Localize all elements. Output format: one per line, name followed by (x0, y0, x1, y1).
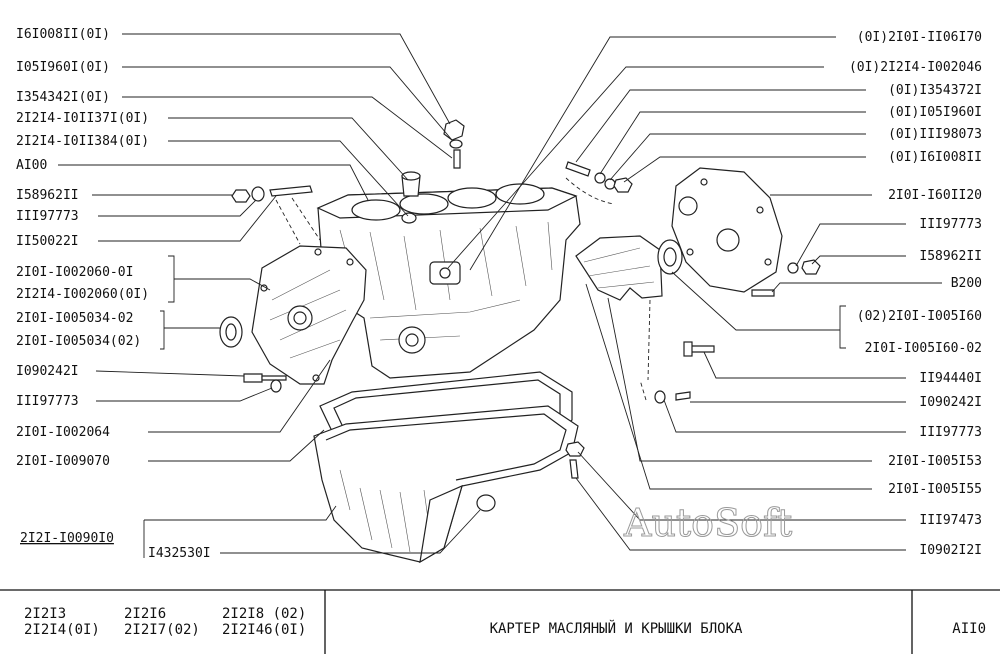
rear-fasteners (565, 161, 821, 479)
label-r5: (0I)I6I008II (888, 150, 982, 165)
label-r3: (0I)I05I960I (888, 105, 982, 120)
label-l15: 2I0I-I002064 (16, 425, 110, 440)
label-r6: 2I0I-I60II20 (888, 188, 982, 203)
label-l5: AI00 (16, 158, 47, 173)
label-l0: I6I008II(0I) (16, 27, 110, 42)
drain-plug (476, 494, 496, 512)
right-leader-lines (447, 36, 942, 551)
label-l7: III97773 (16, 209, 79, 224)
label-r7: III97773 (919, 217, 982, 232)
label-l16: 2I0I-I009070 (16, 454, 110, 469)
top-fasteners (401, 119, 465, 224)
right-labels: (0I)2I0I-II06I70 (0I)2I2I4-I002046 (0I)I… (849, 30, 982, 558)
model-3: 2I2I7(02) (124, 622, 200, 638)
label-r1: (0I)2I2I4-I002046 (849, 60, 982, 75)
label-r12: II94440I (919, 371, 982, 386)
label-r8: I58962II (919, 249, 982, 264)
label-r4: (0I)III98073 (888, 127, 982, 142)
label-r10: (02)2I0I-I005I60 (857, 309, 982, 324)
label-r14: III97773 (919, 425, 982, 440)
label-l9: 2I0I-I002060-0I (16, 265, 133, 280)
model-4: 2I2I8 (02) (222, 606, 306, 622)
label-l3: 2I2I4-I0II37I(0I) (16, 111, 149, 126)
label-l4: 2I2I4-I0II384(0I) (16, 134, 149, 149)
model-1: 2I2I4(0I) (24, 622, 100, 638)
model-0: 2I2I3 (24, 606, 66, 622)
label-l13: I090242I (16, 364, 79, 379)
label-r2: (0I)I354372I (888, 83, 982, 98)
rear-oil-seal (657, 239, 683, 275)
front-cover (251, 245, 367, 385)
front-oil-seal (219, 316, 243, 348)
label-r9: B200 (951, 276, 982, 291)
sheet-code: AII0 (952, 621, 986, 637)
engine-block (316, 183, 581, 379)
label-l14: III97773 (16, 394, 79, 409)
label-r17: III97473 (919, 513, 982, 528)
rear-seal-holder (575, 235, 663, 301)
label-l12: 2I0I-I005034(02) (16, 334, 141, 349)
label-r16: 2I0I-I005I55 (888, 482, 982, 497)
label-l8: II50022I (16, 234, 79, 249)
label-r15: 2I0I-I005I53 (888, 454, 982, 469)
front-cover-fasteners (231, 185, 321, 393)
watermark: AutoSoft (623, 501, 792, 545)
label-l18: I432530I (148, 546, 211, 561)
rear-plate (671, 167, 783, 293)
label-r11: 2I0I-I005I60-02 (865, 341, 982, 356)
label-l11: 2I0I-I005034-02 (16, 311, 133, 326)
title-block: 2I2I3 2I2I4(0I) 2I2I6 2I2I7(02) 2I2I8 (0… (0, 589, 1000, 654)
left-labels: I6I008II(0I) I05I960I(0I) I354342I(0I) 2… (16, 27, 211, 561)
sheet-title: КАРТЕР МАСЛЯНЫЙ И КРЫШКИ БЛОКА (490, 619, 743, 637)
oil-pan (313, 405, 579, 564)
label-l17: 2I2I-I0090I0 (20, 531, 114, 546)
label-r0: (0I)2I0I-II06I70 (857, 30, 982, 45)
label-l10: 2I2I4-I002060(0I) (16, 287, 149, 302)
label-l1: I05I960I(0I) (16, 60, 110, 75)
model-5: 2I2I46(0I) (222, 622, 306, 638)
label-r18: I0902I2I (919, 543, 982, 558)
model-2: 2I2I6 (124, 606, 166, 622)
label-l6: I58962II (16, 188, 79, 203)
left-leader-lines (58, 33, 481, 558)
label-l2: I354342I(0I) (16, 90, 110, 105)
label-r13: I090242I (919, 395, 982, 410)
